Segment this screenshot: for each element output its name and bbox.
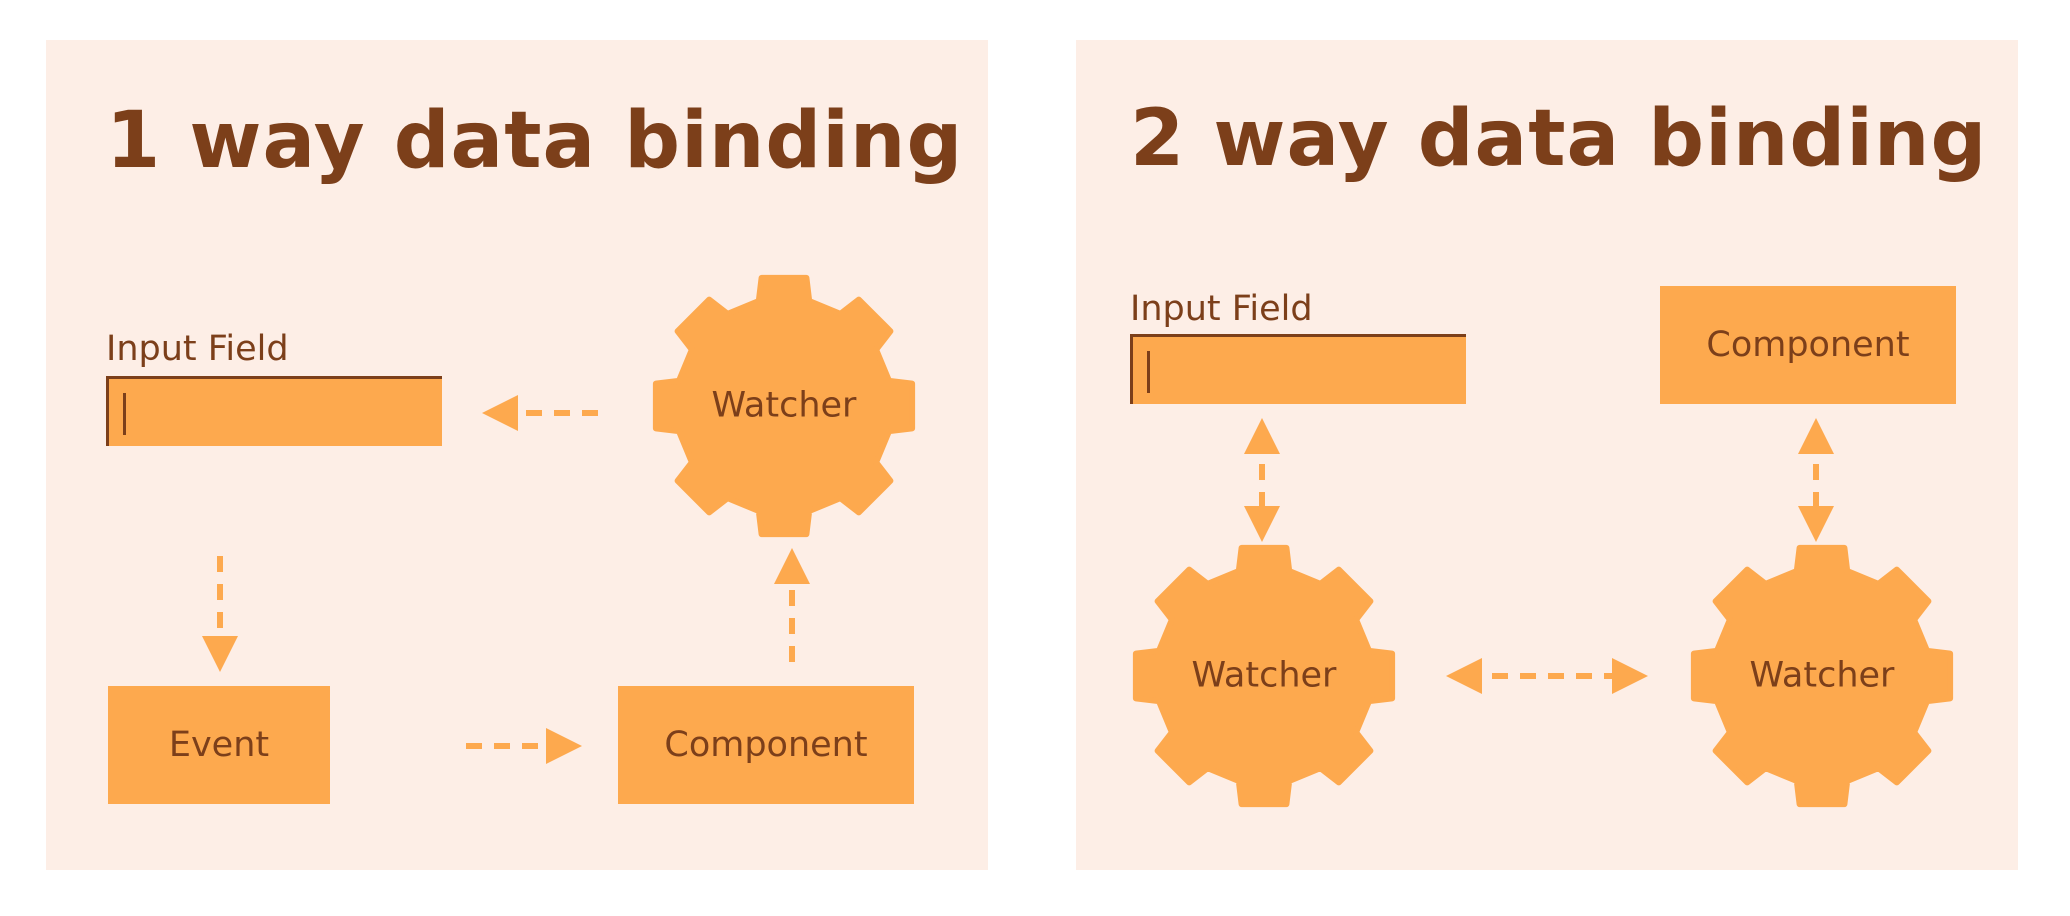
two-way-watcher-right-gear-icon	[1690, 544, 1954, 808]
one-way-input-label: Input Field	[106, 329, 289, 369]
text-caret-icon	[1147, 351, 1150, 393]
one-way-input-field[interactable]	[106, 376, 442, 446]
one-way-component-box: Component	[618, 686, 914, 804]
two-way-component-box: Component	[1660, 286, 1956, 404]
component-label: Component	[1706, 325, 1910, 365]
component-label: Component	[664, 725, 868, 765]
two-way-title: 2 way data binding	[1130, 94, 1988, 184]
two-way-input-label: Input Field	[1130, 289, 1313, 329]
one-way-event-box: Event	[108, 686, 330, 804]
one-way-watcher-label: Watcher	[711, 385, 857, 426]
event-label: Event	[168, 725, 270, 765]
two-way-watcher-left-label: Watcher	[1191, 655, 1337, 696]
text-caret-icon	[123, 393, 126, 435]
one-way-title: 1 way data binding	[106, 96, 964, 186]
two-way-watcher-left-gear-icon	[1132, 544, 1396, 808]
one-way-watcher-gear-icon	[652, 274, 916, 538]
two-way-watcher-right-label: Watcher	[1749, 655, 1895, 696]
two-way-input-field[interactable]	[1130, 334, 1466, 404]
